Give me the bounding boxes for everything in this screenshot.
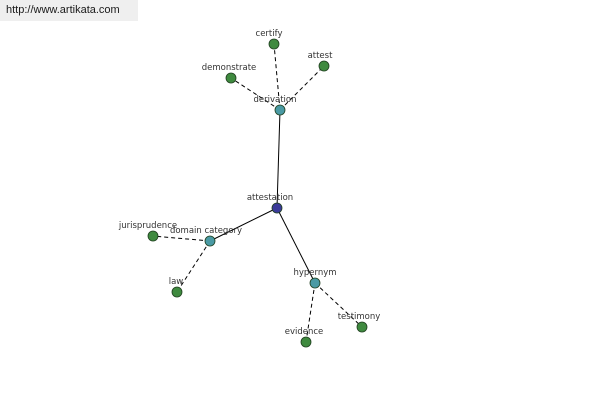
node-label-domain-category: domain category xyxy=(170,226,242,236)
edge-domain-category-to-law xyxy=(176,240,211,293)
labels-layer: attestation derivation domain category hype… xyxy=(118,29,380,337)
node-jurisprudence[interactable] xyxy=(147,230,159,242)
node-domain-category[interactable] xyxy=(204,235,216,247)
node-label-demonstrate: demonstrate xyxy=(202,63,257,73)
edge-derivation-to-attest xyxy=(279,65,325,111)
nodes-layer xyxy=(147,38,368,348)
node-hypernym[interactable] xyxy=(309,277,321,289)
edge-derivation-to-demonstrate xyxy=(230,77,281,111)
node-label-evidence: evidence xyxy=(285,327,324,337)
node-derivation[interactable] xyxy=(274,104,286,116)
node-label-attestation: attestation xyxy=(247,193,293,203)
node-label-certify: certify xyxy=(256,29,283,39)
node-attestation[interactable] xyxy=(271,202,283,214)
node-label-derivation: derivation xyxy=(253,95,296,105)
node-label-law: law xyxy=(169,277,184,287)
node-label-jurisprudence: jurisprudence xyxy=(118,221,177,231)
edge-attestation-to-hypernym xyxy=(276,207,316,284)
edge-hypernym-to-testimony xyxy=(314,282,363,328)
edge-attestation-to-domain-category xyxy=(209,207,278,242)
node-certify[interactable] xyxy=(268,38,280,50)
site-url-banner[interactable]: http://www.artikata.com xyxy=(0,0,138,21)
node-law[interactable] xyxy=(171,286,183,298)
node-label-attest: attest xyxy=(308,51,334,61)
edge-attestation-to-derivation xyxy=(276,109,281,209)
node-testimony[interactable] xyxy=(356,321,368,333)
node-label-testimony: testimony xyxy=(338,312,381,322)
node-attest[interactable] xyxy=(318,60,330,72)
node-evidence[interactable] xyxy=(300,336,312,348)
edge-domain-category-to-jurisprudence xyxy=(152,235,211,242)
edge-hypernym-to-evidence xyxy=(305,282,316,343)
node-demonstrate[interactable] xyxy=(225,72,237,84)
edges-layer xyxy=(152,43,363,343)
node-label-hypernym: hypernym xyxy=(293,268,336,278)
